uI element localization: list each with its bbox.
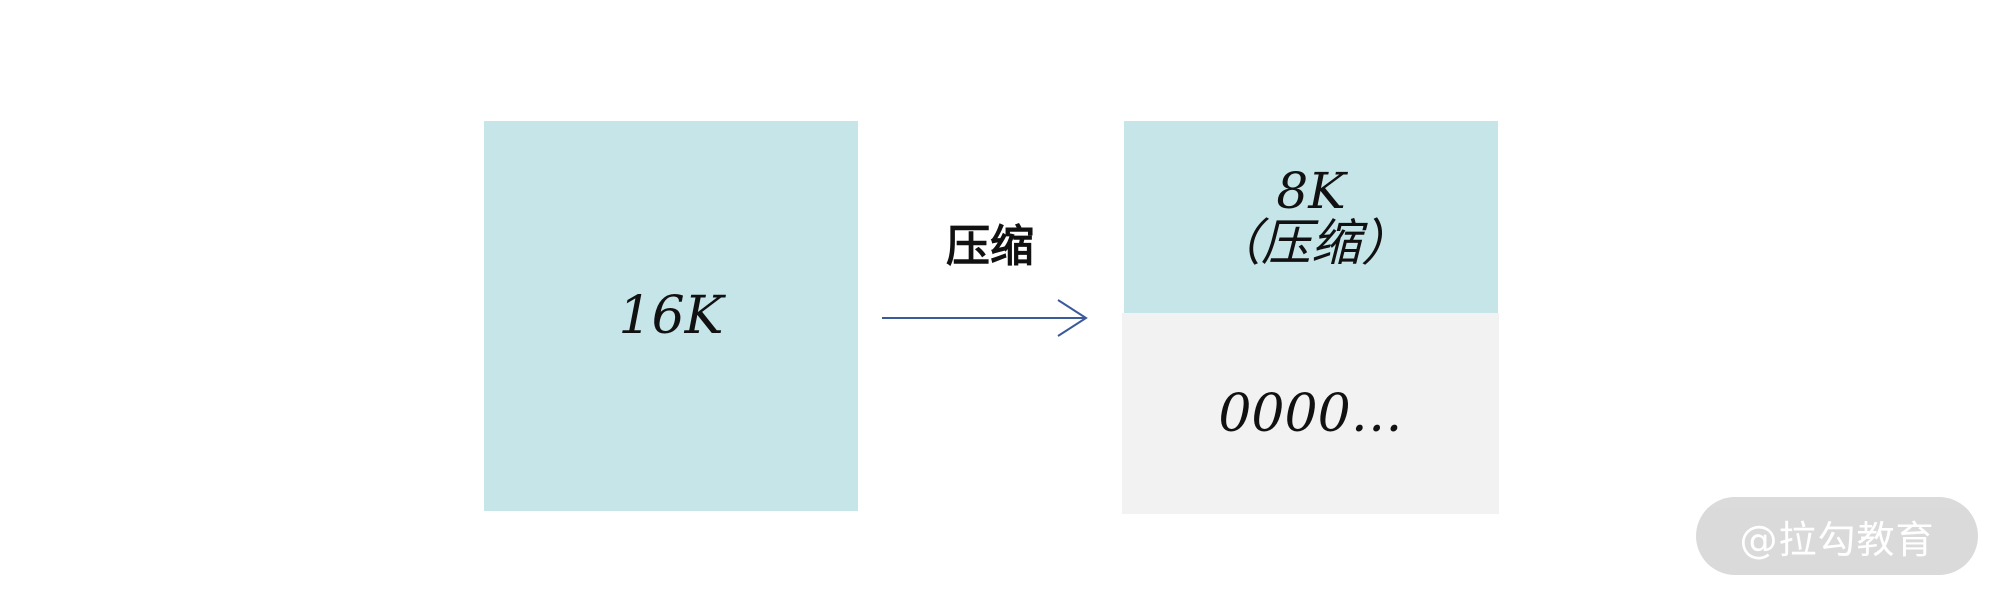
zero-padding-block: 0000… [1122,313,1499,514]
compressed-data-block: 8K （压缩） [1124,121,1498,313]
uncompressed-page-block: 16K [484,121,858,511]
compressed-size-label: 8K [1276,161,1346,220]
compress-arrow [882,299,1088,337]
arrow-head [1057,299,1088,337]
zero-padding-label: 0000… [1218,383,1403,444]
uncompressed-size-label: 16K [618,286,724,346]
compress-arrow-label: 压缩 [946,221,1034,272]
compressed-note-label: （压缩） [1211,214,1411,272]
watermark-text: @拉勾教育 [1739,517,1935,562]
watermark-badge: @拉勾教育 [1696,497,1978,575]
